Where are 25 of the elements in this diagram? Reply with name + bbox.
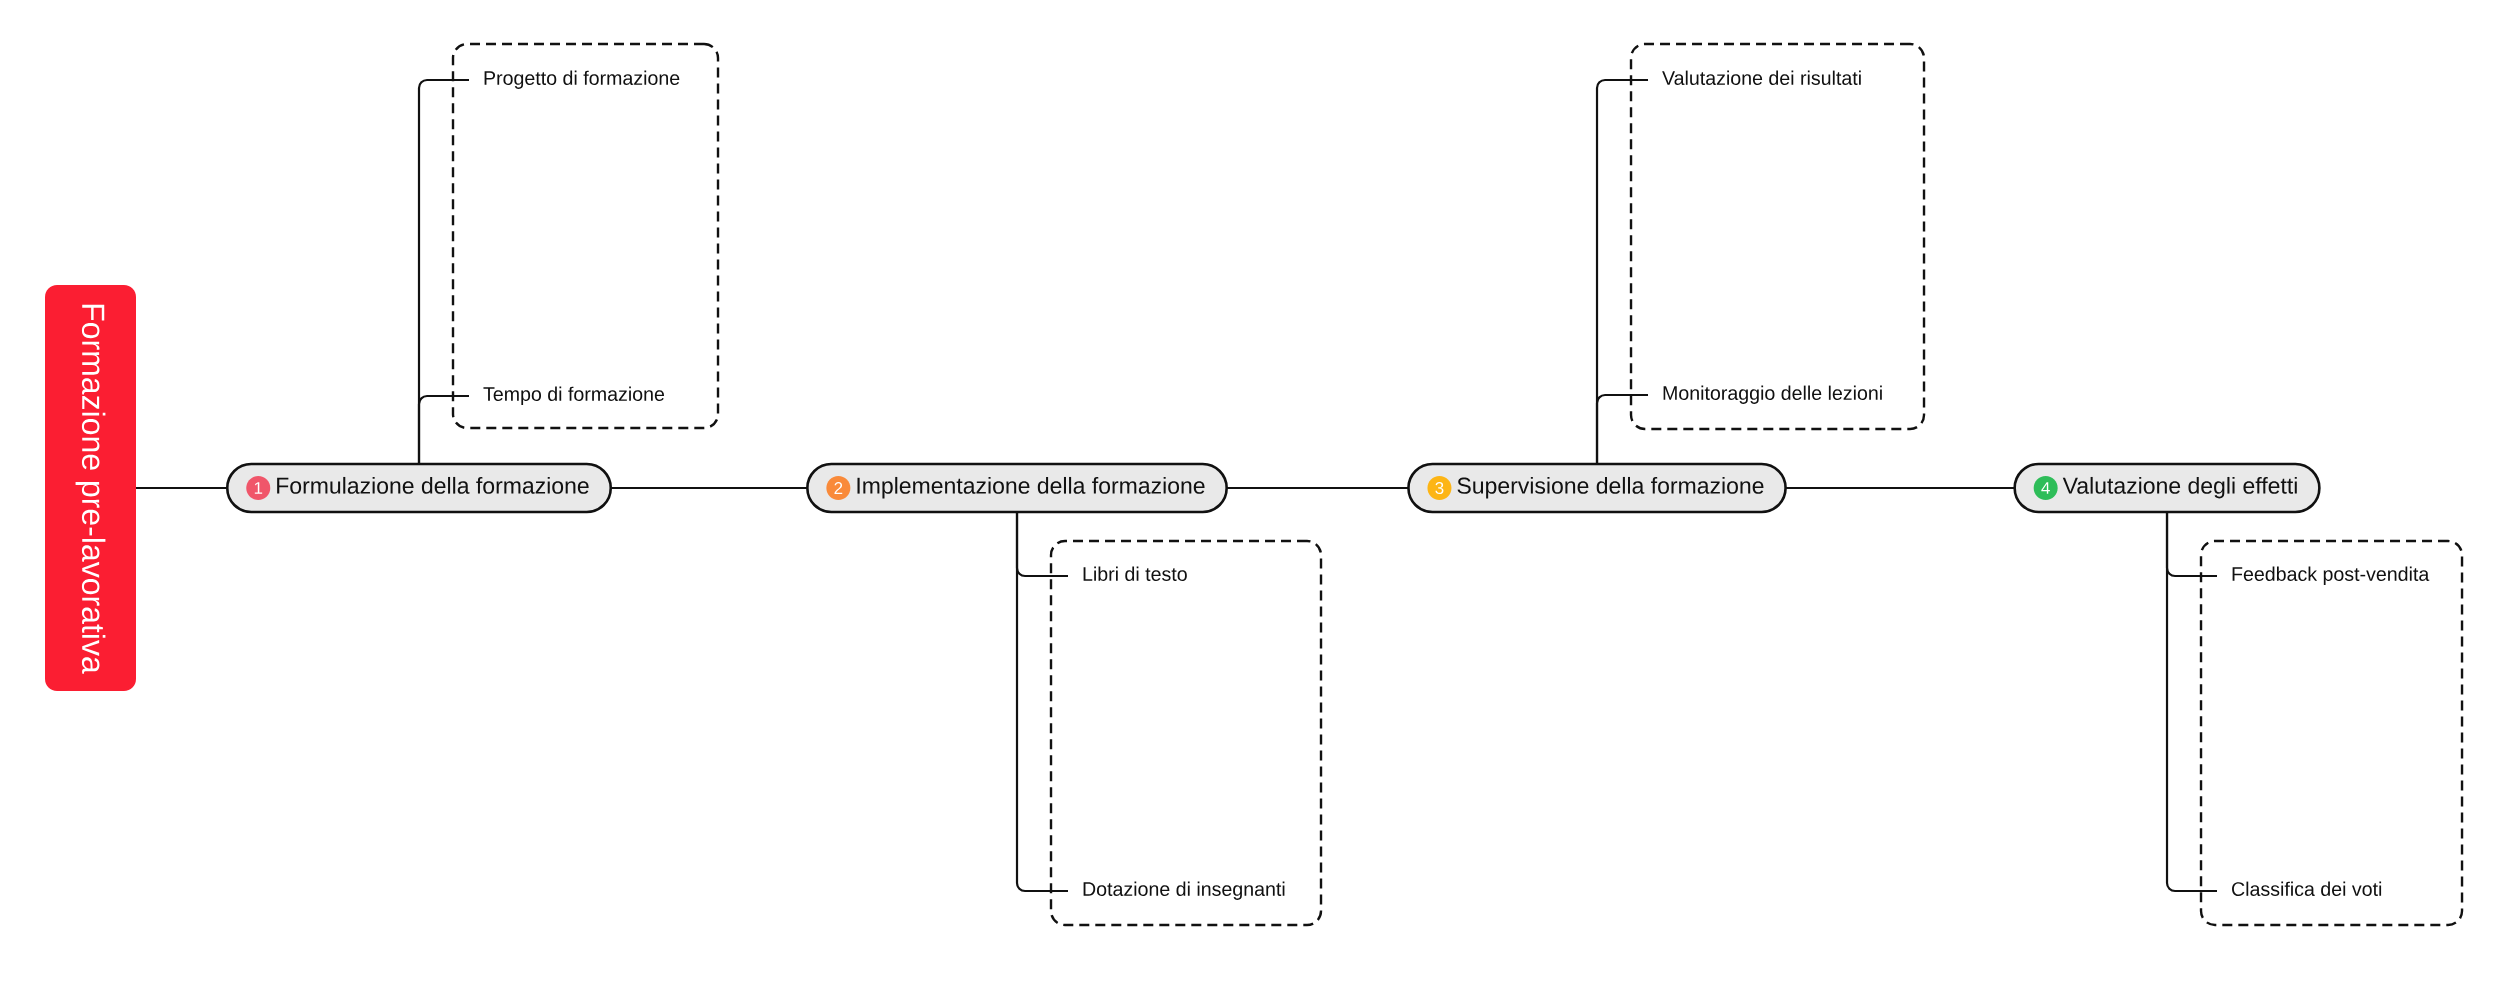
connector-line — [1785, 486, 2015, 490]
number-badge: 2 — [826, 476, 851, 500]
connector-line — [2165, 512, 2217, 893]
subtopic-text: Progetto di formazione — [484, 70, 680, 89]
subtopic-text: Feedback post-vendita — [2232, 566, 2430, 585]
connector-line — [1226, 486, 1409, 490]
connector-line — [136, 486, 228, 490]
number-badge: 1 — [246, 476, 271, 500]
subtopic-text: Tempo di formazione — [483, 386, 665, 405]
subtopic-text: Dotazione di insegnanti — [1083, 881, 1285, 900]
subtopic-text: Libri di testo — [1083, 566, 1187, 581]
connector-line — [610, 486, 808, 490]
subtopic-text: Monitoraggio delle lezioni — [1663, 385, 1882, 404]
number-badge: 4 — [2033, 476, 2058, 500]
connector-line — [417, 394, 469, 464]
connector-line — [1595, 393, 1648, 464]
subtopic-text: Classifica dei voti — [2232, 881, 2382, 896]
number-badge: 3 — [1427, 476, 1452, 500]
subtopic-text: Valutazione dei risultati — [1662, 70, 1861, 85]
dashed-frame — [2199, 539, 2464, 927]
connector-line — [1015, 512, 1068, 893]
dashed-frame — [451, 42, 720, 430]
central-topic-box: Formazione pre-lavorativa — [45, 285, 136, 691]
dashed-frame — [1629, 42, 1926, 431]
dashed-frame — [1049, 539, 1323, 927]
